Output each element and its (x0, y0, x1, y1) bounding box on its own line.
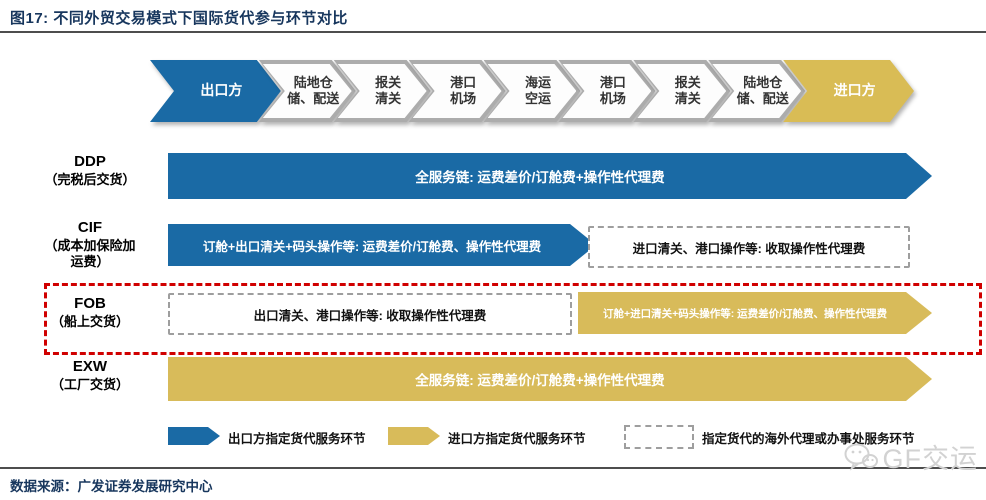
process-step: 港口机场 (409, 60, 506, 122)
process-step: 港口机场 (558, 60, 655, 122)
watermark-text: GF交运 (882, 444, 978, 474)
row-label-ddp: DDP （完税后交货） (15, 152, 165, 188)
legend-dashed-box-icon (624, 425, 694, 449)
step-label: 陆地仓 (293, 74, 333, 90)
incoterm-name: （船上交货） (50, 313, 129, 329)
row-label-fob: FOB （船上交货） (15, 294, 165, 330)
legend-importer-label: 进口方指定货代服务环节 (448, 432, 586, 446)
legend-exporter-label: 出口方指定货代服务环节 (228, 432, 366, 446)
incoterm-name: （工厂交货） (50, 376, 129, 392)
step-label: 出口方 (200, 82, 243, 99)
step-label: 报关 (674, 74, 701, 90)
incoterm-code: FOB (74, 295, 106, 312)
process-step: 海运空运 (484, 60, 581, 122)
title-divider (0, 31, 986, 33)
figure-title: 图17: 不同外贸交易模式下国际货代参与环节对比 (10, 10, 348, 27)
legend-exporter-arrow-icon (168, 427, 220, 445)
legend-overseas-label: 指定货代的海外代理或办事处服务环节 (702, 432, 915, 446)
box-text: 出口清关、港口操作等: 收取操作性代理费 (253, 308, 487, 323)
process-step-importer: 进口方 (783, 60, 914, 122)
incoterm-name: （成本加保险加 (44, 237, 136, 253)
fob-highlight-border (44, 283, 982, 355)
row-label-cif: CIF （成本加保险加 运费） (15, 218, 165, 271)
process-step: 陆地仓储、配送 (259, 60, 356, 122)
step-label: 港口 (599, 74, 626, 90)
step-label: 报关 (375, 74, 402, 90)
fob-importer-arrow: 订舱+进口清关+码头操作等: 运费差价/订舱费、操作性代理费 (578, 292, 932, 334)
cif-overseas-agent-box: 进口清关、港口操作等: 收取操作性代理费 (588, 226, 910, 268)
process-step: 陆地仓储、配送 (708, 60, 805, 122)
arrow-text: 订舱+出口清关+码头操作等: 运费差价/订舱费、操作性代理费 (202, 239, 542, 254)
incoterm-name: 运费） (70, 254, 110, 270)
process-chain: 出口方 陆地仓储、配送 报关清关 港口机场 海运空运 港口机场 (150, 60, 914, 122)
data-source: 数据来源：广发证券发展研究中心 (10, 479, 213, 494)
legend: 出口方指定货代服务环节 进口方指定货代服务环节 指定货代的海外代理或办事处服务环… (168, 424, 978, 450)
process-step: 报关清关 (633, 60, 730, 122)
cif-exporter-arrow: 订舱+出口清关+码头操作等: 运费差价/订舱费、操作性代理费 (168, 224, 596, 266)
arrow-text: 订舱+进口清关+码头操作等: 运费差价/订舱费、操作性代理费 (602, 307, 888, 320)
arrow-text: 全服务链: 运费差价/订舱费+操作性代理费 (415, 170, 665, 185)
process-step: 报关清关 (334, 60, 431, 122)
ddp-full-service-arrow: 全服务链: 运费差价/订舱费+操作性代理费 (168, 153, 932, 199)
fob-overseas-agent-box: 出口清关、港口操作等: 收取操作性代理费 (168, 293, 572, 335)
incoterm-code: CIF (77, 219, 103, 236)
exw-full-service-arrow: 全服务链: 运费差价/订舱费+操作性代理费 (168, 357, 932, 401)
legend-importer-arrow-icon (388, 427, 440, 445)
process-step-exporter: 出口方 (150, 60, 281, 122)
footer-divider (0, 467, 986, 469)
step-label: 海运 (524, 74, 551, 90)
arrow-text: 全服务链: 运费差价/订舱费+操作性代理费 (415, 373, 665, 388)
wechat-icon (844, 443, 878, 471)
row-label-exw: EXW （工厂交货） (15, 357, 165, 393)
watermark: GF交运 (844, 437, 979, 476)
box-text: 进口清关、港口操作等: 收取操作性代理费 (632, 241, 866, 256)
step-label: 港口 (450, 74, 477, 90)
incoterm-code: EXW (72, 358, 108, 375)
incoterm-name: （完税后交货） (44, 171, 136, 187)
incoterm-code: DDP (74, 153, 106, 170)
step-label: 进口方 (833, 82, 876, 99)
step-label: 陆地仓 (743, 74, 783, 90)
